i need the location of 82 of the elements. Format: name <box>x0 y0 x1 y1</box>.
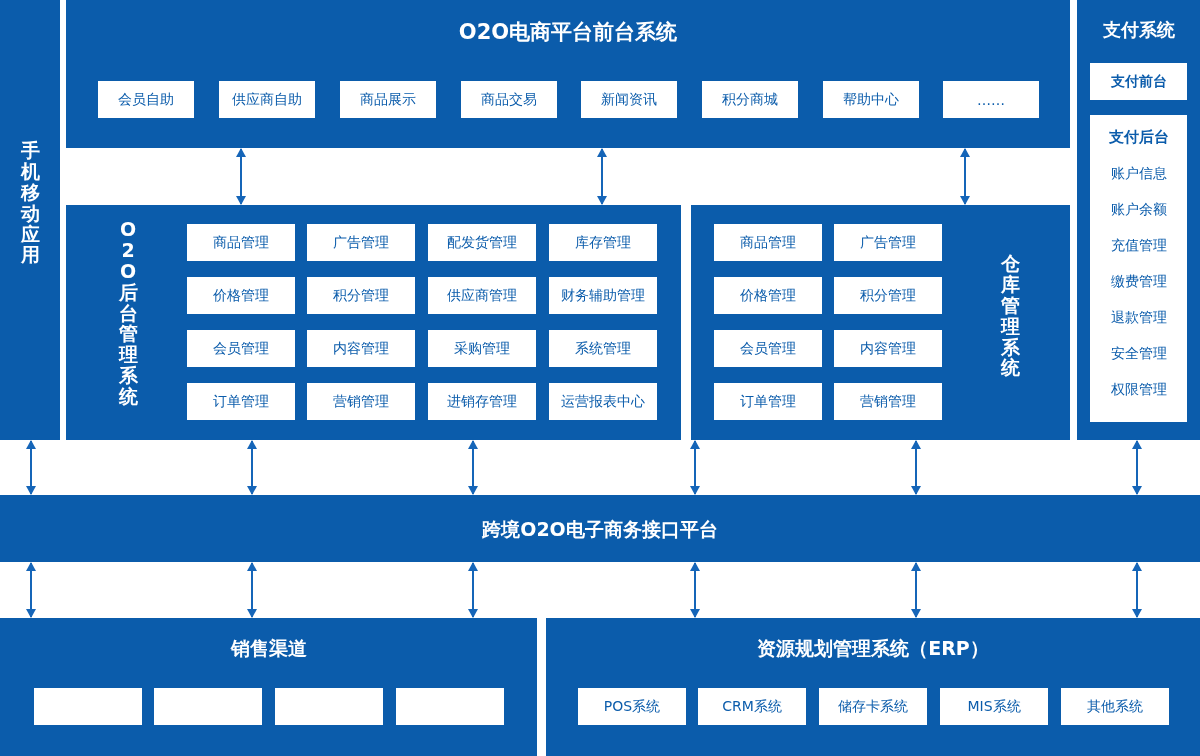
module-box: 营销管理 <box>307 383 415 420</box>
list-item: 权限管理 <box>1110 380 1167 399</box>
module-box: 订单管理 <box>187 383 295 420</box>
module-box: 价格管理 <box>714 277 822 314</box>
module-box: 运营报表中心 <box>549 383 657 420</box>
system-panel <box>0 495 1200 562</box>
double-arrow <box>468 562 478 618</box>
system-panel <box>546 618 1200 756</box>
module-box: 内容管理 <box>307 330 415 367</box>
module-box: 供应商管理 <box>428 277 536 314</box>
panel-title: 跨境O2O电子商务接口平台 <box>481 517 719 543</box>
module-box: CRM系统 <box>698 688 806 725</box>
system-panel <box>66 0 1070 148</box>
module-box: 商品管理 <box>714 224 822 261</box>
panel-title: 资源规划管理系统（ERP） <box>756 636 990 661</box>
panel-title: O2O后台管理系统 <box>118 219 138 407</box>
module-box: 配发货管理 <box>428 224 536 261</box>
double-arrow <box>26 440 36 495</box>
module-box: POS系统 <box>578 688 686 725</box>
channel-box <box>154 688 262 725</box>
module-list-panel <box>1090 115 1187 422</box>
double-arrow <box>247 440 257 495</box>
system-panel <box>1077 0 1200 440</box>
double-arrow <box>247 562 257 618</box>
list-heading: 支付后台 <box>1108 127 1169 147</box>
module-box: 库存管理 <box>549 224 657 261</box>
module-box: 商品交易 <box>461 81 557 118</box>
double-arrow <box>911 562 921 618</box>
panel-title: 支付系统 <box>1101 18 1176 42</box>
double-arrow <box>1132 440 1142 495</box>
module-box: 其他系统 <box>1061 688 1169 725</box>
double-arrow <box>26 562 36 618</box>
system-panel <box>0 0 60 440</box>
double-arrow <box>960 148 970 205</box>
module-box: 供应商自助 <box>219 81 315 118</box>
double-arrow <box>1132 562 1142 618</box>
system-panel <box>0 618 537 756</box>
double-arrow <box>597 148 607 205</box>
system-panel <box>691 205 1070 440</box>
module-box: MIS系统 <box>940 688 1048 725</box>
list-item: 充值管理 <box>1110 236 1167 255</box>
module-box: 会员自助 <box>98 81 194 118</box>
module-box: 价格管理 <box>187 277 295 314</box>
module-box: 营销管理 <box>834 383 942 420</box>
list-item: 安全管理 <box>1110 344 1167 363</box>
module-box: 商品管理 <box>187 224 295 261</box>
module-box: 会员管理 <box>714 330 822 367</box>
double-arrow <box>690 562 700 618</box>
panel-title: 手机移动应用 <box>20 140 40 266</box>
list-item: 账户余额 <box>1110 200 1167 219</box>
channel-box <box>275 688 383 725</box>
channel-box <box>34 688 142 725</box>
list-item: 退款管理 <box>1110 308 1167 327</box>
system-panel <box>66 205 681 440</box>
module-box: 支付前台 <box>1090 63 1187 100</box>
panel-title: 销售渠道 <box>229 636 308 661</box>
module-box: 广告管理 <box>307 224 415 261</box>
module-box: 系统管理 <box>549 330 657 367</box>
module-box: 帮助中心 <box>823 81 919 118</box>
double-arrow <box>468 440 478 495</box>
module-box: 储存卡系统 <box>819 688 927 725</box>
module-box: 积分管理 <box>307 277 415 314</box>
module-box: 内容管理 <box>834 330 942 367</box>
module-box: 新闻资讯 <box>581 81 677 118</box>
double-arrow <box>236 148 246 205</box>
module-box: 商品展示 <box>340 81 436 118</box>
module-box: 广告管理 <box>834 224 942 261</box>
double-arrow <box>690 440 700 495</box>
module-box: 订单管理 <box>714 383 822 420</box>
module-box: 财务辅助管理 <box>549 277 657 314</box>
module-box: 会员管理 <box>187 330 295 367</box>
list-item: 账户信息 <box>1110 164 1167 183</box>
module-box: 采购管理 <box>428 330 536 367</box>
module-box: …… <box>943 81 1039 118</box>
module-box: 积分商城 <box>702 81 798 118</box>
double-arrow <box>911 440 921 495</box>
panel-title: 仓库管理系统 <box>1000 253 1020 379</box>
module-box: 进销存管理 <box>428 383 536 420</box>
list-item: 缴费管理 <box>1110 272 1167 291</box>
channel-box <box>396 688 504 725</box>
module-box: 积分管理 <box>834 277 942 314</box>
panel-title: O2O电商平台前台系统 <box>457 19 679 46</box>
